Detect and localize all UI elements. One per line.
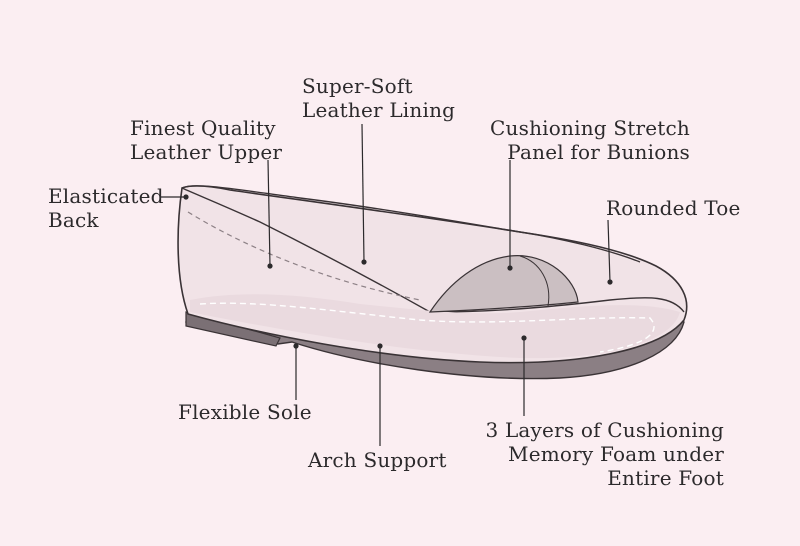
leader-rounded-toe <box>607 219 611 283</box>
stretch-panel-seam <box>519 255 550 307</box>
label-memory-foam: 3 Layers of Cushioning Memory Foam under… <box>485 418 724 490</box>
leader-leather-upper <box>267 159 271 267</box>
stretch-panel <box>428 255 579 313</box>
label-elasticated-back: Elasticated Back <box>48 184 164 232</box>
leader-leather-lining <box>361 123 365 263</box>
label-arch-support: Arch Support <box>308 448 447 472</box>
label-leather-lining: Super-Soft Leather Lining <box>302 74 456 122</box>
label-leather-upper: Finest Quality Leather Upper <box>130 116 283 164</box>
insole-stitching <box>199 302 655 353</box>
label-rounded-toe: Rounded Toe <box>606 196 741 220</box>
stitching <box>187 211 421 301</box>
label-stretch-panel: Cushioning Stretch Panel for Bunions <box>490 116 690 164</box>
shoe-collar-top <box>181 185 641 263</box>
label-flexible-sole: Flexible Sole <box>178 400 312 424</box>
insole <box>190 294 680 359</box>
